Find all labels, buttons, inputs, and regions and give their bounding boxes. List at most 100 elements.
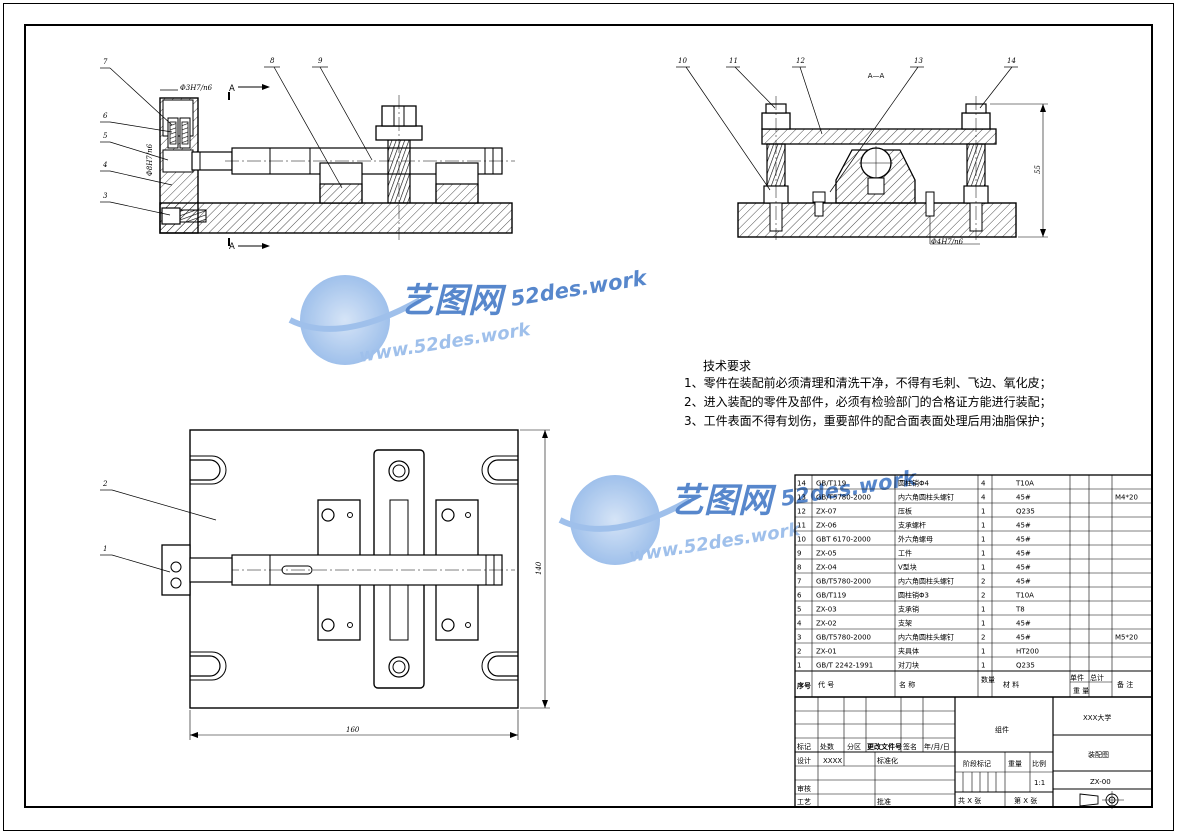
tb-drawing-name: 装配图: [1088, 750, 1109, 759]
bom-cell-qty: 1: [981, 620, 985, 628]
balloon-3: 3: [103, 192, 108, 200]
bom-cell-name: 压板: [898, 507, 912, 516]
tb-designer: XXXX: [823, 757, 842, 765]
bom-cell-name: 支架: [898, 619, 912, 628]
bom-cell-no: 7: [797, 578, 801, 586]
bom-cell-code: GBT 6170-2000: [816, 536, 871, 544]
bom-cell-code: ZX-04: [816, 564, 837, 572]
tb-standard: 标准化: [877, 756, 898, 765]
bom-cell-name: 内六角圆柱头螺钉: [898, 493, 954, 502]
bom-cell-name: 外六角螺母: [898, 535, 933, 544]
balloon-1: 1: [103, 545, 107, 553]
bom-cell-no: 9: [797, 550, 801, 558]
balloon-10: 10: [678, 57, 687, 65]
title-block: 标记 处数 分区 更改文件号 签名 年/月/日 设计 XXXX 标准化 审核 工…: [794, 696, 1153, 809]
bom-cell-qty: 1: [981, 564, 985, 572]
balloon-2: 2: [102, 480, 108, 488]
watermark-domain: 52des.work: [779, 465, 920, 510]
dim-section-height: 55: [1034, 165, 1042, 174]
bom-cell-material: 45#: [1016, 536, 1031, 544]
bom-cell-name: 圆柱销Φ4: [898, 479, 930, 488]
bom-cell-qty: 1: [981, 606, 985, 614]
bom-cell-code: ZX-03: [816, 606, 837, 614]
bom-header-no: 序号: [796, 681, 811, 690]
bom-cell-name: 夹具体: [898, 647, 919, 656]
bom-cell-name: 对刀块: [898, 661, 919, 670]
bom-cell-code: GB/T119: [816, 592, 846, 600]
watermark-brand: 艺图网: [670, 481, 777, 521]
dim-plan-height: 140: [535, 561, 543, 575]
bom-cell-code: GB/T5780-2000: [816, 578, 871, 586]
bom-cell-material: T8: [1015, 606, 1025, 614]
section-marker-top: A: [229, 84, 235, 94]
bom-cell-name: 工件: [898, 549, 912, 558]
tb-design: 设计: [797, 756, 811, 765]
bom-cell-qty: 4: [981, 480, 986, 488]
balloon-5: 5: [103, 132, 108, 140]
inner-border: [24, 24, 1153, 808]
bom-cell-name: 内六角圆柱头螺钉: [898, 633, 954, 642]
bom-cell-code: ZX-05: [816, 550, 837, 558]
bom-cell-material: Q235: [1016, 508, 1035, 516]
bom-cell-material: 45#: [1016, 578, 1031, 586]
bom-cell-qty: 1: [981, 550, 985, 558]
fit-label-section: Φ4H7/n6: [931, 238, 964, 246]
tb-change-doc: 更改文件号: [867, 742, 902, 751]
bom-cell-material: 45#: [1016, 564, 1031, 572]
bom-header-qty: 数量: [981, 675, 995, 684]
watermark-2: 艺图网 52des.work www.52des.work: [558, 465, 920, 567]
bom-cell-no: 8: [797, 564, 801, 572]
bom-header-unit: 单件: [1070, 673, 1084, 682]
watermark-domain: 52des.work: [509, 265, 650, 310]
bom-cell-qty: 4: [981, 494, 986, 502]
bom-cell-material: 45#: [1016, 494, 1031, 502]
tb-approve: 批准: [877, 797, 891, 806]
bom-cell-qty: 1: [981, 536, 985, 544]
bom-cell-name: 支承销: [898, 605, 919, 614]
tb-process: 工艺: [797, 798, 811, 806]
bom-cell-no: 1: [797, 662, 801, 670]
globe-logo-icon: [570, 475, 660, 565]
tb-part-type: 组件: [995, 725, 1009, 734]
bom-cell-no: 14: [797, 480, 806, 488]
outer-border: [3, 3, 1174, 831]
tb-sheets-total: 共 X 张: [958, 796, 981, 805]
bom-header-total: 总计: [1090, 673, 1104, 682]
section-marker-bottom: A: [229, 242, 235, 252]
bom-cell-code: ZX-01: [816, 648, 837, 656]
balloon-12: 12: [796, 57, 805, 65]
bom-cell-no: 10: [797, 536, 806, 544]
bom-cell-code: ZX-07: [816, 508, 837, 516]
section-title: A—A: [868, 72, 885, 80]
bom-cell-note: M5*20: [1115, 634, 1138, 642]
bom-cell-name: 内六角圆柱头螺钉: [898, 577, 954, 586]
dim-plan-width: 160: [346, 726, 360, 734]
tb-weight: 重量: [1008, 760, 1022, 768]
tb-scale-value: 1:1: [1034, 779, 1045, 787]
bom-cell-no: 13: [797, 494, 806, 502]
bom-cell-note: M4*20: [1115, 494, 1138, 502]
tb-org: XXX大学: [1083, 713, 1111, 722]
technical-requirements: 技术要求 1、零件在装配前必须清理和清洗干净，不得有毛刺、飞边、氧化皮； 2、进…: [684, 359, 1052, 428]
bom-cell-no: 2: [797, 648, 801, 656]
tb-date: 年/月/日: [924, 742, 950, 751]
globe-logo-icon: [300, 275, 390, 365]
fit-label-side: Φ8H7/n6: [146, 143, 154, 176]
fit-label-top: Φ3H7/n6: [180, 84, 213, 92]
tech-req-1: 1、零件在装配前必须清理和清洗干净，不得有毛刺、飞边、氧化皮；: [684, 375, 1052, 390]
bom-cell-qty: 1: [981, 648, 985, 656]
bom-cell-code: GB/T5780-2000: [816, 634, 871, 642]
bom-cell-name: 支承螺杆: [898, 521, 926, 530]
bom-cell-code: ZX-02: [816, 620, 837, 628]
watermark-1: 艺图网 52des.work www.52des.work: [288, 265, 650, 367]
bom-header-code: 代 号: [818, 680, 834, 689]
balloon-6: 6: [103, 112, 108, 120]
bom-header-note: 备 注: [1117, 680, 1133, 689]
bom-cell-material: 45#: [1016, 620, 1031, 628]
tech-req-3: 3、工件表面不得有划伤，重要部件的配合面表面处理后用油脂保护；: [684, 413, 1052, 428]
tb-zone: 分区: [847, 742, 861, 751]
bom-header-weight: 重 量: [1073, 687, 1089, 695]
tb-scale-label: 比例: [1032, 759, 1046, 768]
